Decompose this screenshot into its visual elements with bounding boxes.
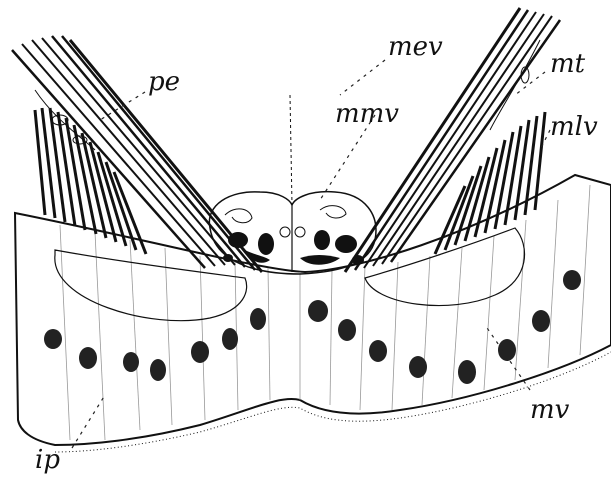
label-mlv: mlv: [550, 112, 598, 142]
left-diagonal-band: [12, 36, 262, 272]
label-ip: ip: [35, 445, 60, 475]
label-mmv: mmv: [335, 99, 399, 129]
label-pe: pe: [148, 67, 180, 97]
midline: [290, 95, 292, 205]
label-mev: mev: [388, 32, 443, 62]
leader-lines: [72, 60, 550, 448]
label-mv: mv: [530, 395, 570, 425]
label-mt: mt: [550, 49, 586, 79]
right-fan-muscle: [435, 112, 545, 254]
nuclei: [44, 270, 581, 384]
